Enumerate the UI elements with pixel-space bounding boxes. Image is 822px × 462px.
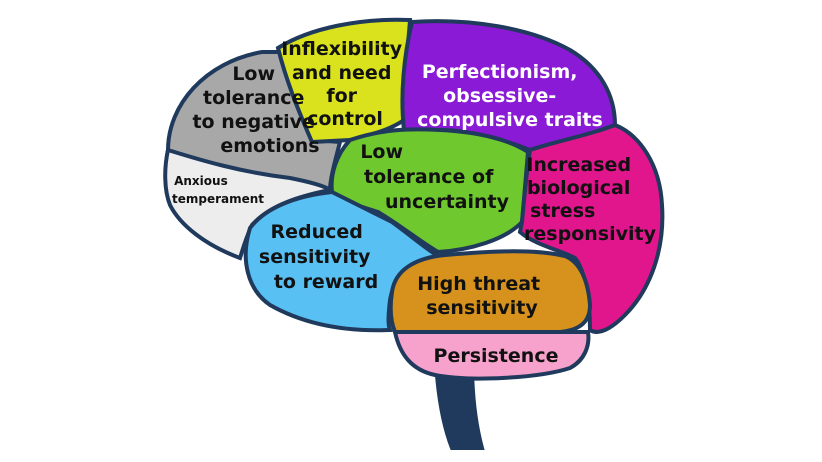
label-line: tolerance [203, 87, 304, 109]
label-line: Low [232, 63, 275, 85]
label-line: control [307, 108, 383, 130]
label-line: Persistence [434, 345, 559, 367]
label-high-threat: High threat sensitivity [417, 273, 547, 319]
label-reduced-sensitivity: Reduced sensitivity to reward [259, 221, 378, 293]
label-line: sensitivity [259, 246, 371, 268]
label-line: Increased [526, 154, 631, 176]
label-line: Perfectionism, [422, 61, 578, 83]
label-line: High threat [417, 273, 540, 295]
label-line: to negative [192, 111, 314, 133]
label-line: compulsive traits [417, 109, 603, 131]
label-low-tolerance-negative: Low tolerance to negative emotions [192, 63, 321, 157]
label-line: tolerance of [364, 166, 494, 188]
label-line: sensitivity [426, 297, 538, 319]
label-biological-stress: Increased biological stress responsivity [524, 154, 657, 245]
label-line: biological [527, 177, 630, 199]
label-perfectionism: Perfectionism, obsessive- compulsive tra… [417, 61, 603, 131]
label-persistence: Persistence [434, 345, 559, 367]
label-line: and need [292, 62, 391, 84]
region-persistence [392, 330, 591, 381]
region-biological-stress [517, 122, 665, 334]
label-line: Inflexibility [281, 38, 403, 60]
label-line: obsessive- [443, 85, 556, 107]
label-line: uncertainty [385, 191, 510, 213]
label-line: for [326, 85, 357, 107]
label-anxious-temperament: Anxious temperament [172, 174, 264, 206]
label-line: Anxious [174, 174, 228, 188]
label-low-tolerance-uncertainty: Low tolerance of uncertainty [360, 141, 509, 213]
label-line: emotions [220, 135, 319, 157]
label-line: Reduced [270, 221, 362, 243]
label-line: stress [530, 200, 595, 222]
label-line: responsivity [524, 223, 657, 245]
brainstem [433, 360, 485, 450]
label-line: to reward [274, 271, 378, 293]
label-inflexibility: Inflexibility and need for control [281, 38, 409, 130]
label-line: Low [360, 141, 403, 163]
label-line: temperament [172, 192, 264, 206]
